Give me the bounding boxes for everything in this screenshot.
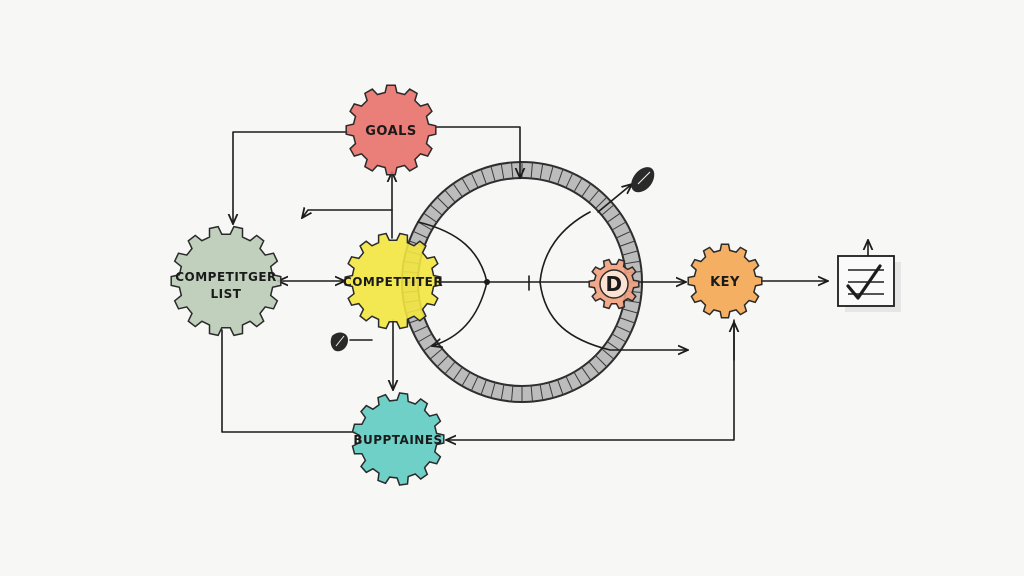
connector-list-bottom: [221, 329, 357, 433]
connector-goals-ring: [436, 126, 520, 178]
key-label: KEY: [710, 275, 740, 290]
d-label: D: [605, 272, 622, 296]
d-gear[interactable]: D: [588, 258, 640, 310]
ring-curve-right-top: [539, 211, 591, 283]
ring-curve-left-top: [417, 221, 488, 283]
ring-curve-left-bottom: [432, 281, 488, 346]
competitor-gear[interactable]: COMPETTITER: [343, 232, 443, 330]
key-gear[interactable]: KEY: [687, 243, 763, 319]
goals-label: GOALS: [365, 124, 417, 139]
connector-goals-list: [233, 131, 349, 224]
competitor-list-label-line1: COMPETITGER: [175, 270, 277, 284]
bottom-label: BUPPTAINES: [353, 433, 442, 447]
connector-branch-left: [302, 210, 393, 218]
goals-gear[interactable]: GOALS: [345, 84, 437, 176]
competitor-label: COMPETTITER: [343, 275, 443, 289]
bottom-gear[interactable]: BUPPTAINES: [351, 392, 445, 486]
checklist-icon[interactable]: [837, 255, 901, 312]
connectors: [221, 126, 868, 440]
pen-marker-icon: [631, 167, 655, 193]
connector-ring-marker: [597, 184, 632, 213]
competitor-list-label-line2: LIST: [211, 287, 242, 301]
ring-curve-right-bottom: [539, 281, 688, 350]
competitor-list-gear[interactable]: COMPETITGER LIST: [170, 225, 282, 337]
pen-marker-icon-left: [330, 332, 348, 352]
